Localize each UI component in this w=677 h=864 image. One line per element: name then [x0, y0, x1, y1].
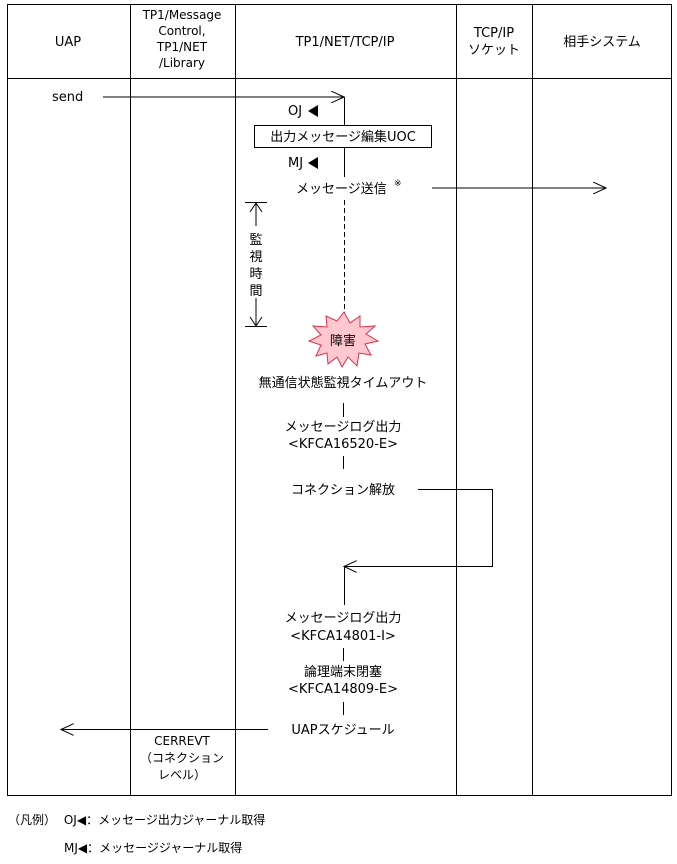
- cerrevt-line3: レベル）: [158, 768, 206, 782]
- oj-label: OJ: [288, 104, 302, 119]
- schedule-label: UAPスケジュール: [291, 723, 394, 738]
- watch-time-bracket: [245, 202, 267, 327]
- header-tcpnet: TP1/NET/TCP/IP: [295, 35, 395, 50]
- legend-mj: MJ◀：メッセージジャーナル取得: [64, 839, 242, 856]
- watch-char-2: 視: [249, 250, 262, 265]
- log1-label: メッセージログ出力: [285, 420, 402, 435]
- send-label: send: [52, 90, 83, 105]
- sequence-diagram: UAP TP1/Message Control, TP1/NET /Librar…: [7, 4, 672, 796]
- msg-send-label: メッセージ送信: [296, 182, 387, 197]
- header-tp1-line2: Control,: [158, 24, 205, 38]
- watch-char-4: 間: [249, 284, 262, 299]
- release-arrow: [344, 489, 493, 567]
- log2-label: メッセージログ出力: [285, 611, 402, 626]
- log1-code: <KFCA16520-E>: [288, 437, 398, 452]
- uoc-label: 出力メッセージ編集UOC: [270, 129, 416, 145]
- table-frame: [7, 4, 672, 796]
- legend-oj-marker-icon: ◀: [76, 813, 87, 827]
- failure-label: 障害: [330, 333, 356, 349]
- uoc-box: [254, 125, 432, 148]
- legend-title: （凡例）: [8, 813, 57, 827]
- close-label: 論理端末閉塞: [304, 664, 382, 680]
- legend-oj: （凡例） OJ◀：メッセージ出力ジャーナル取得: [8, 811, 265, 828]
- header-uap: UAP: [55, 35, 81, 50]
- header-tp1-line4: /Library: [159, 56, 205, 70]
- header-socket-line2: ソケット: [468, 43, 520, 58]
- header-remote: 相手システム: [563, 35, 641, 50]
- watch-char-3: 時: [249, 267, 262, 282]
- close-code: <KFCA14809-E>: [288, 682, 398, 697]
- oj-marker-icon: [308, 105, 318, 117]
- msg-send-note-mark: ※: [394, 179, 402, 189]
- legend-oj-key: OJ: [63, 813, 77, 827]
- header-socket-line1: TCP/IP: [473, 26, 514, 41]
- watch-char-1: 監: [249, 232, 262, 248]
- header-tp1-line3: TP1/NET: [156, 40, 208, 54]
- timeout-label: 無通信状態監視タイムアウト: [259, 375, 428, 391]
- legend-mj-key: MJ: [64, 841, 78, 855]
- mj-marker-icon: [308, 157, 318, 169]
- cerrevt-line2: （コネクション: [140, 751, 224, 765]
- legend-mj-desc: ：メッセージジャーナル取得: [87, 841, 243, 855]
- legend-oj-desc: ：メッセージ出力ジャーナル取得: [86, 813, 266, 827]
- mj-label: MJ: [288, 156, 303, 171]
- log2-code: <KFCA14801-I>: [290, 629, 396, 644]
- legend-mj-marker-icon: ◀: [77, 841, 88, 855]
- header-tp1-line1: TP1/Message: [142, 8, 222, 22]
- failure-burst-icon: [307, 311, 380, 369]
- cerrevt-label: CERREVT: [154, 734, 210, 748]
- release-label: コネクション解放: [291, 483, 395, 498]
